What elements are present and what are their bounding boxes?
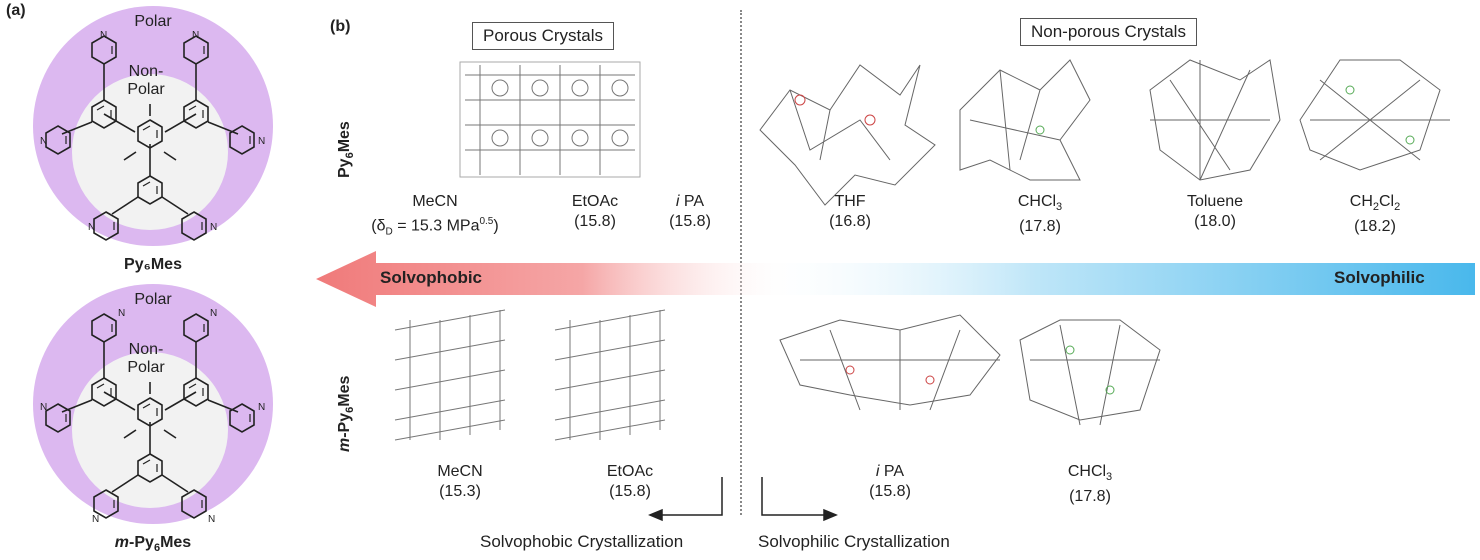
porous-crystal-m-etoac	[555, 310, 665, 440]
crystal-thf	[760, 65, 935, 205]
porous-crystal-m-mecn	[395, 310, 505, 440]
solvent-label-m-mecn: MeCN (15.3)	[420, 462, 500, 502]
solvent-label-m-ipa: i PA (15.8)	[855, 462, 925, 502]
solvent-label-m-chcl3: CHCl3 (17.8)	[1050, 462, 1130, 507]
porous-crystal-py6mes	[460, 62, 640, 177]
solvent-label-thf: THF (16.8)	[810, 192, 890, 232]
solvophilic-label: Solvophilic	[1334, 268, 1425, 288]
solvent-label-mecn: MeCN (δD = 15.3 MPa0.5)	[360, 192, 510, 243]
solvophobic-label: Solvophobic	[380, 268, 482, 288]
solvent-label-chcl3: CHCl3 (17.8)	[1000, 192, 1080, 237]
crystal-m-ipa	[780, 315, 1000, 410]
solvophilic-crystallization-label: Solvophilic Crystallization	[758, 532, 950, 552]
solvophilic-cryst-arrow	[762, 477, 836, 520]
solvophobic-crystallization-label: Solvophobic Crystallization	[480, 532, 683, 552]
crystal-m-chcl3	[1020, 320, 1160, 425]
crystal-chcl3-top	[960, 60, 1090, 180]
crystal-ch2cl2	[1300, 60, 1450, 170]
dispersion-parameter: (δD = 15.3 MPa0.5)	[360, 212, 510, 243]
solvent-label-etoac: EtOAc (15.8)	[550, 192, 640, 232]
solvent-label-ch2cl2: CH2Cl2 (18.2)	[1330, 192, 1420, 237]
solvent-label-ipa: i PA (15.8)	[655, 192, 725, 232]
solvent-label-m-etoac: EtOAc (15.8)	[590, 462, 670, 502]
solvent-label-toluene: Toluene (18.0)	[1170, 192, 1260, 232]
crystal-toluene	[1150, 60, 1280, 180]
